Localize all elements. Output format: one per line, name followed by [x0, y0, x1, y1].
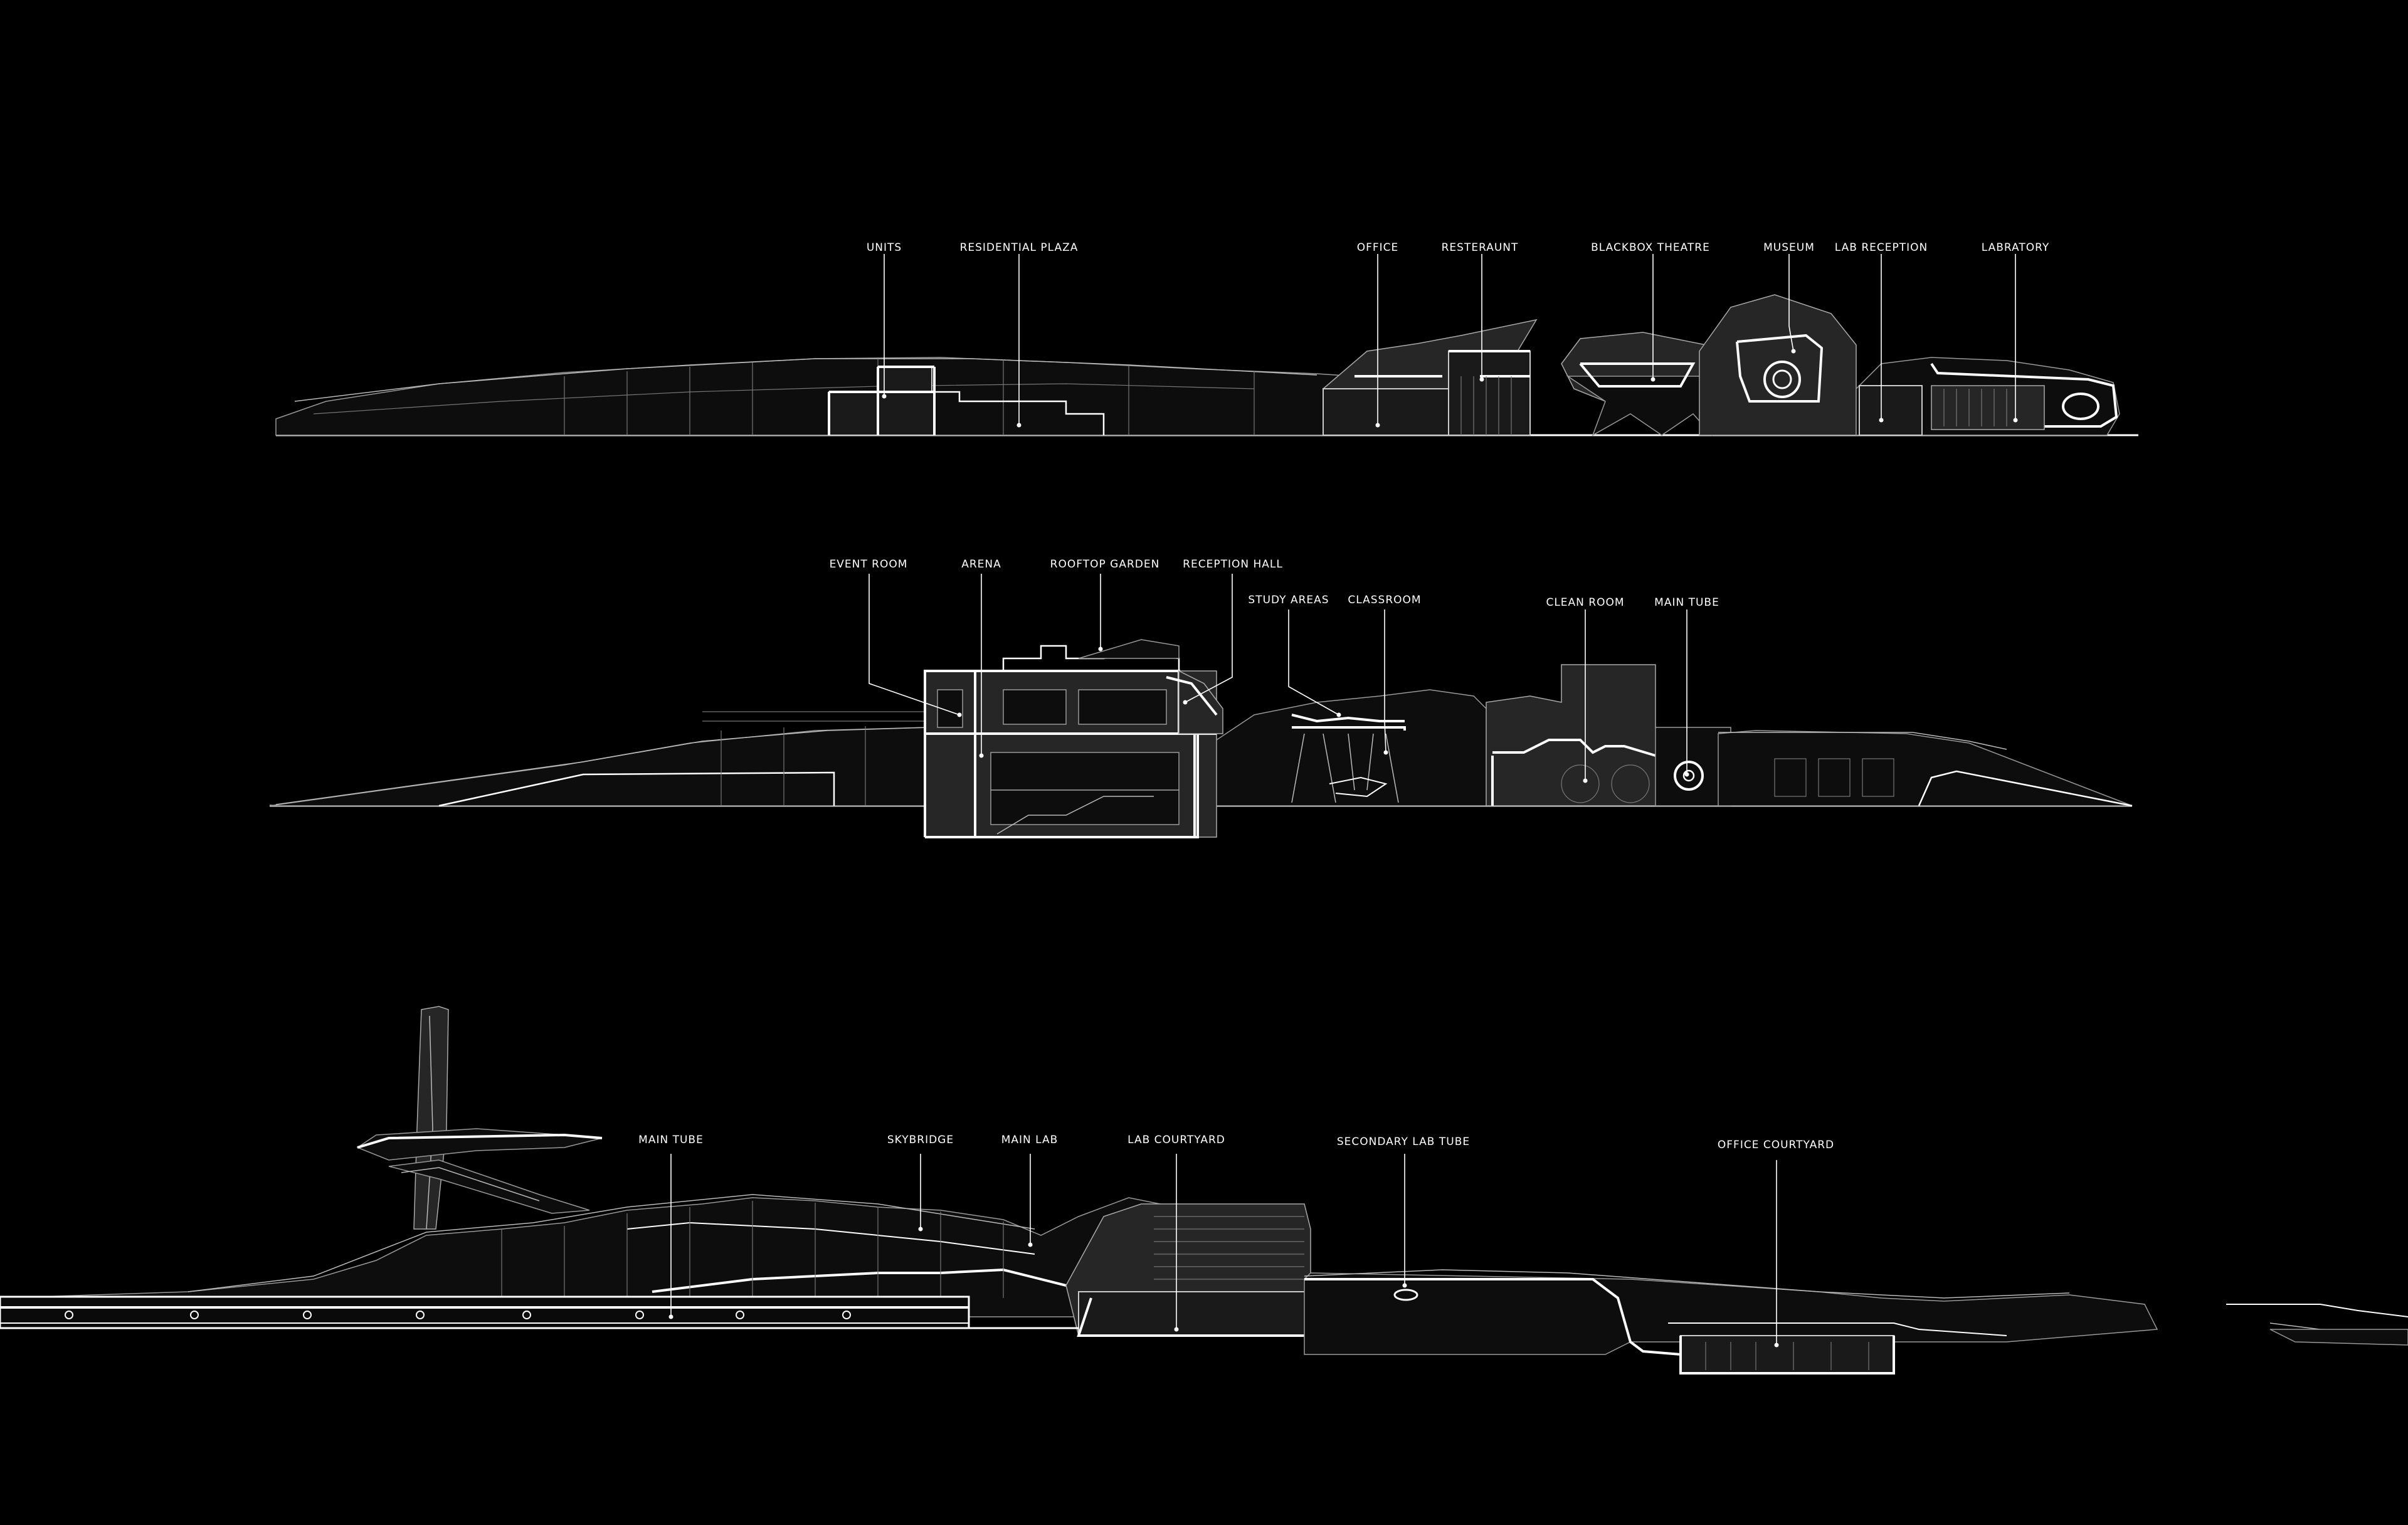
label-residential-plaza: RESIDENTIAL PLAZA — [960, 241, 1079, 254]
label-rooftop-garden: ROOFTOP GARDEN — [1050, 558, 1160, 571]
label-labratory: LABRATORY — [1982, 241, 2049, 254]
label-event-room: EVENT ROOM — [830, 558, 908, 571]
label-clean-room: CLEAN ROOM — [1546, 596, 1624, 609]
label-office: OFFICE — [1357, 241, 1399, 254]
label-skybridge: SKYBRIDGE — [887, 1134, 954, 1146]
label-main-tube-middle: MAIN TUBE — [1654, 596, 1719, 609]
label-study-areas: STUDY AREAS — [1248, 594, 1329, 606]
label-museum: MUSEUM — [1763, 241, 1815, 254]
section-top: UNITS RESIDENTIAL PLAZA OFFICE RESTERAUN… — [275, 241, 2138, 436]
label-main-tube-bottom: MAIN TUBE — [638, 1134, 704, 1146]
label-office-courtyard: OFFICE COURTYARD — [1718, 1139, 1834, 1151]
label-lab-reception: LAB RECEPTION — [1835, 241, 1928, 254]
label-secondary-lab-tube: SECONDARY LAB TUBE — [1337, 1136, 1470, 1148]
label-reception-hall: RECEPTION HALL — [1183, 558, 1283, 571]
label-blackbox-theatre: BLACKBOX THEATRE — [1591, 241, 1710, 254]
label-classroom: CLASSROOM — [1348, 594, 1421, 606]
label-main-lab: MAIN LAB — [1001, 1134, 1059, 1146]
label-arena: ARENA — [961, 558, 1001, 571]
section-bottom: MAIN TUBE SKYBRIDGE MAIN LAB LAB COURTYA… — [0, 1006, 2408, 1375]
label-lab-courtyard: LAB COURTYARD — [1127, 1134, 1225, 1146]
label-units: UNITS — [867, 241, 902, 254]
section-middle: EVENT ROOM ARENA ROOFTOP GARDEN RECEPTIO… — [269, 558, 2133, 838]
label-resteraunt: RESTERAUNT — [1442, 241, 1519, 254]
